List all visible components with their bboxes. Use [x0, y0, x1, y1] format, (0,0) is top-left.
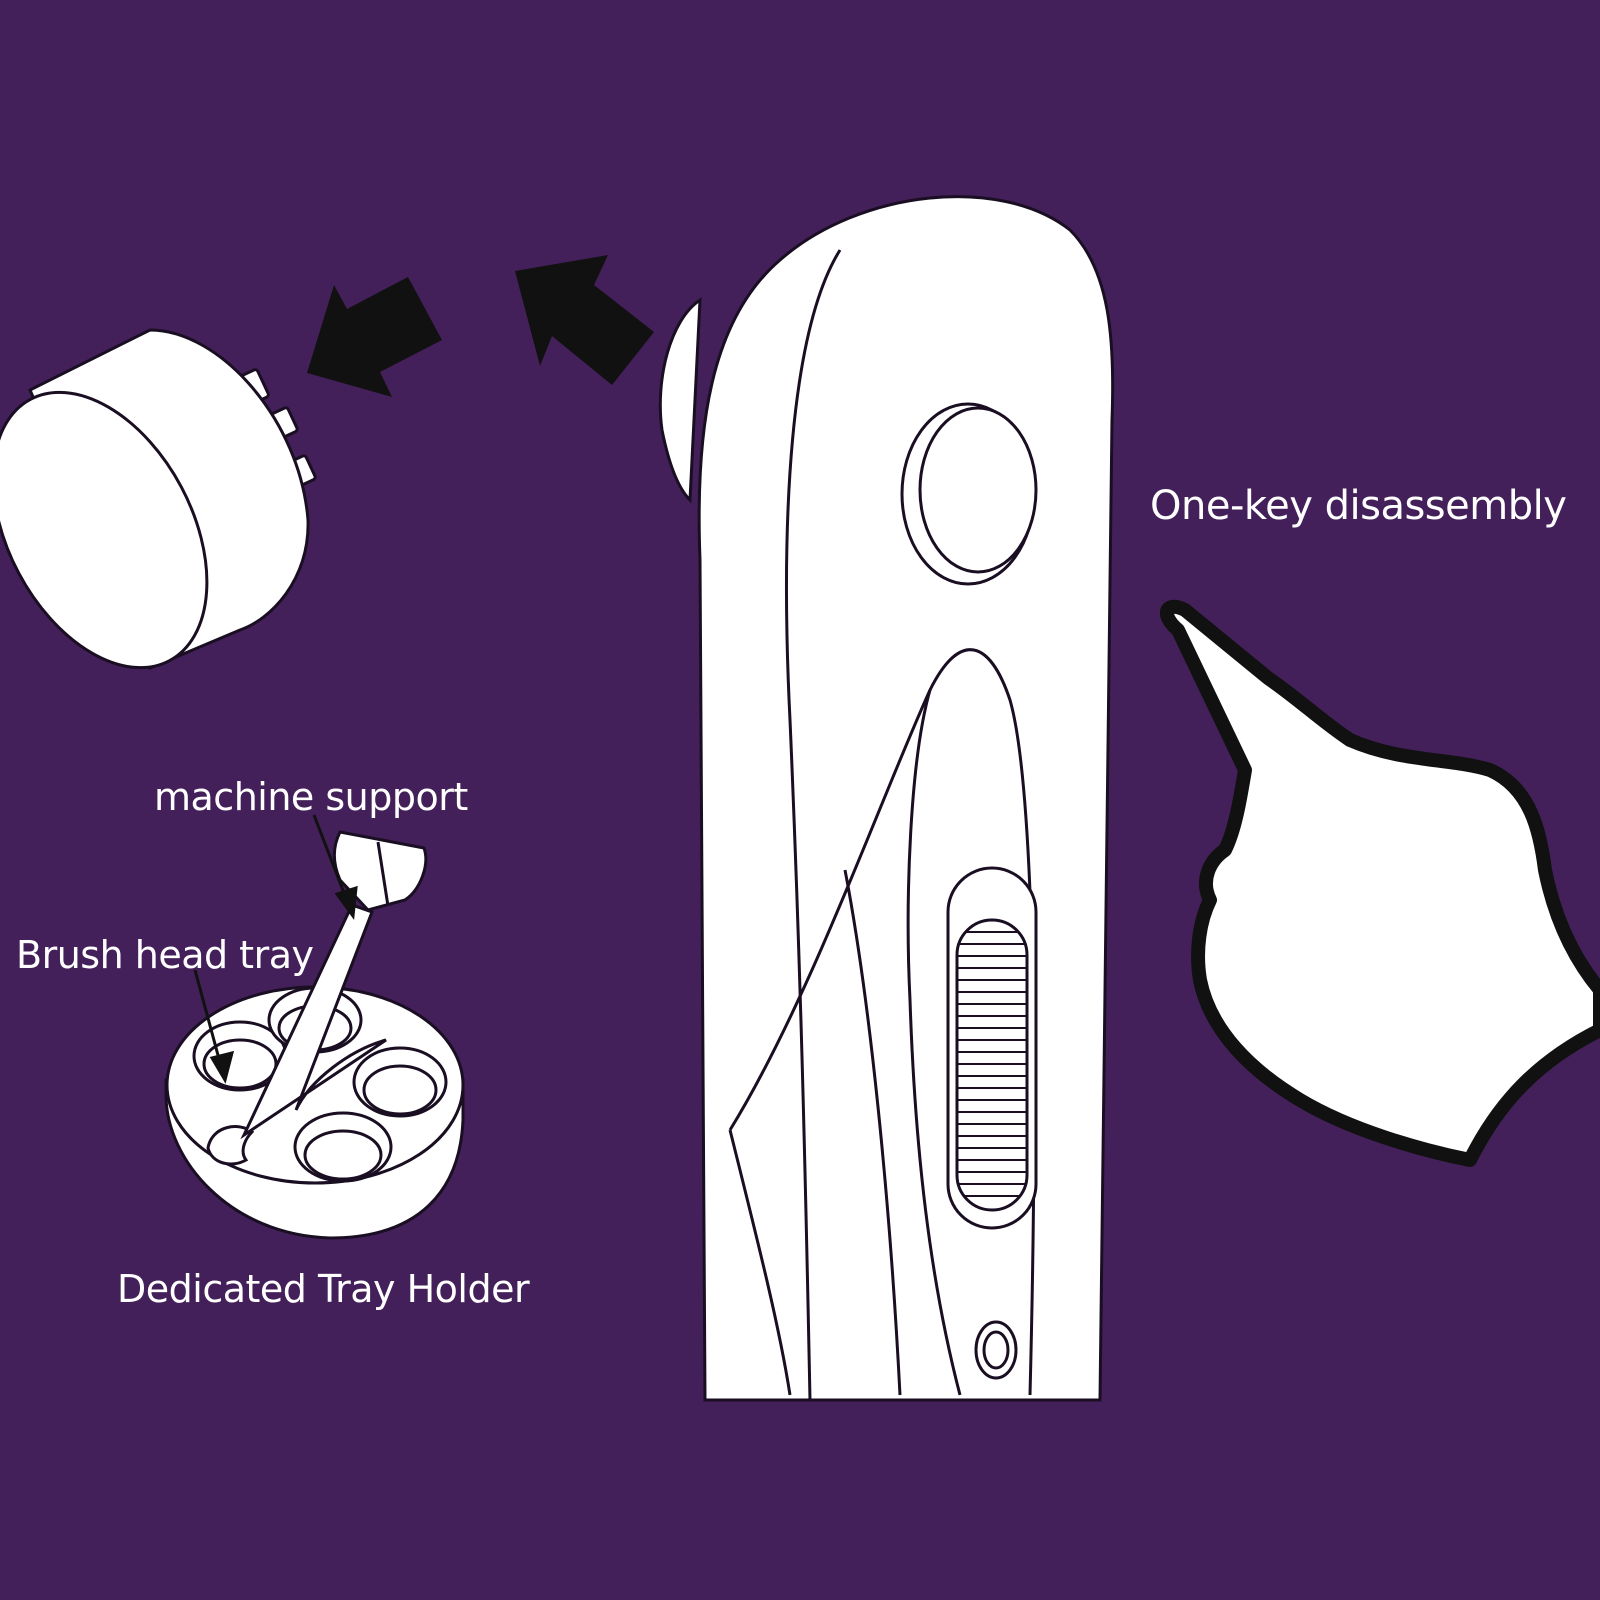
- charging-port: [974, 1320, 1018, 1380]
- power-switch-ridges: [957, 931, 1027, 1197]
- tray-leader-arrows: [193, 814, 358, 1084]
- device-front-panel: [785, 249, 842, 1401]
- tray-leader-line: [193, 969, 224, 1071]
- arrow-upleft-icon: [515, 255, 654, 385]
- tray-leader-arrowhead: [209, 1050, 235, 1084]
- device: [658, 195, 1115, 1402]
- device-contour-2: [906, 689, 962, 1396]
- arrow-left-icon: [307, 277, 442, 397]
- release-button: [900, 402, 1038, 586]
- device-contour-4: [728, 1129, 792, 1396]
- machine-support-label: machine support: [154, 775, 468, 819]
- device-body: [697, 195, 1115, 1402]
- support-leader-arrowhead: [334, 885, 358, 921]
- tray-holder: [164, 830, 465, 1240]
- release-button-cap: [918, 406, 1038, 574]
- pointing-hand-icon: [1160, 599, 1600, 1167]
- tray-holder-label: Dedicated Tray Holder: [117, 1267, 530, 1311]
- power-switch: [946, 866, 1038, 1230]
- machine-support: [240, 830, 428, 1140]
- one-key-disassembly-label: One-key disassembly: [1150, 483, 1567, 529]
- device-contour-3: [843, 869, 902, 1396]
- brush-head: [0, 328, 317, 670]
- device-head-bulge: [658, 297, 702, 504]
- brush-head-tray-label: Brush head tray: [16, 933, 314, 977]
- brush-head-face: [0, 390, 209, 670]
